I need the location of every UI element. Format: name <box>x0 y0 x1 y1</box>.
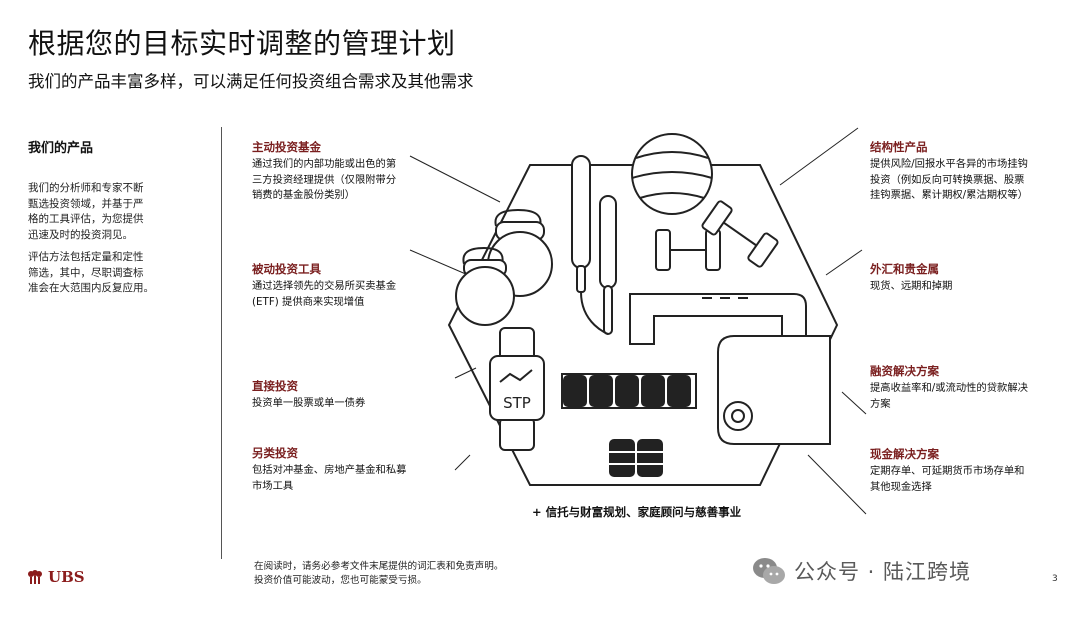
watermark-text: 公众号 · 陆江跨境 <box>794 560 972 584</box>
text-line: 现货、远期和掉期 <box>870 280 953 292</box>
text-line: 准会在大范围内反复应用。 <box>28 282 154 294</box>
text-line: 方案 <box>870 397 891 410</box>
category-active-funds: 主动投资基金 通过我们的内部功能或出色的第 三方投资经理提供（仅限附带分 销费的… <box>252 140 457 204</box>
category-description: 通过我们的内部功能或出色的第 三方投资经理提供（仅限附带分 销费的基金股份类别） <box>252 157 457 204</box>
category-description: 提高收益率和/或流动性的贷款解决 方案 <box>870 381 1075 412</box>
category-description: 通过选择领先的交易所买卖基金 (ETF) 提供商来实现增值 <box>252 279 457 310</box>
category-title: 直接投资 <box>252 379 298 393</box>
category-fx-precious-metals: 外汇和贵金属 现货、远期和掉期 <box>870 262 1075 295</box>
text-line: 迅速及时的投资洞见。 <box>28 228 133 241</box>
text-line: 格的工具评估，为您提供 <box>28 213 144 225</box>
left-panel-paragraph-2: 评估方法包括定量和定性 筛选，其中，尽职调查标 准会在大范围内反复应用。 <box>28 250 178 297</box>
text-line: 甄选投资领域，并基于严 <box>28 197 144 210</box>
text-line: 包括对冲基金、房地产基金和私募 <box>252 464 407 476</box>
category-title: 主动投资基金 <box>252 140 321 154</box>
connector-line <box>841 391 867 415</box>
bench-icon <box>629 293 807 345</box>
logo-text: UBS <box>48 568 85 586</box>
text-line: 销费的基金股份类别） <box>252 189 355 201</box>
page-subtitle: 我们的产品丰富多样，可以满足任何投资组合需求及其他需求 <box>28 72 474 91</box>
category-financing-solutions: 融资解决方案 提高收益率和/或流动性的贷款解决 方案 <box>870 364 1075 412</box>
text-line: 投资单一股票或单一债券 <box>252 397 366 409</box>
jump-rope-icon <box>571 155 617 335</box>
text-line: 我们的分析师和专家不断 <box>28 182 144 194</box>
yoga-mat-icon <box>717 335 831 445</box>
kettlebell-icon <box>455 208 553 326</box>
left-panel-heading: 我们的产品 <box>28 141 94 156</box>
category-title: 另类投资 <box>252 446 298 460</box>
text-line: 三方投资经理提供（仅限附带分 <box>252 173 397 186</box>
left-panel-paragraph-1: 我们的分析师和专家不断 甄选投资领域，并基于严 格的工具评估，为您提供 迅速及时… <box>28 181 178 243</box>
category-direct-investment: 直接投资 投资单一股票或单一债券 <box>252 379 457 412</box>
category-structured-products: 结构性产品 提供风险/回报水平各异的市场挂钩 投资（例如反向可转换票据、股票 挂… <box>870 140 1075 204</box>
text-line: 通过我们的内部功能或出色的第 <box>252 158 397 170</box>
text-line: 通过选择领先的交易所买卖基金 <box>252 280 397 292</box>
watermark: 公众号 · 陆江跨境 <box>752 556 971 586</box>
text-line: 投资（例如反向可转换票据、股票 <box>870 173 1025 186</box>
category-description: 定期存单、可延期货币市场存单和 其他现金选择 <box>870 464 1075 495</box>
category-alternative-investment: 另类投资 包括对冲基金、房地产基金和私募 市场工具 <box>252 446 457 494</box>
category-title: 结构性产品 <box>870 140 928 154</box>
weight-plates-icon <box>561 373 697 477</box>
keys-icon <box>28 570 42 584</box>
text-line: 评估方法包括定量和定性 <box>28 251 144 263</box>
hexagon-frame <box>447 164 839 486</box>
page-number: 3 <box>1052 574 1058 584</box>
category-description: 包括对冲基金、房地产基金和私募 市场工具 <box>252 463 457 494</box>
wechat-icon <box>753 558 785 584</box>
page-title: 根据您的目标实时调整的管理计划 <box>28 27 456 60</box>
text-line: 其他现金选择 <box>870 480 932 493</box>
text-line: 在阅读时，请务必参考文件末尾提供的词汇表和免责声明。 <box>254 561 504 572</box>
category-title: 现金解决方案 <box>870 447 939 461</box>
dumbbell-icon <box>655 200 779 271</box>
category-title: 被动投资工具 <box>252 262 321 276</box>
text-line: 市场工具 <box>252 479 294 492</box>
ubs-logo: UBS <box>26 568 85 586</box>
exercise-ball-icon <box>631 133 713 215</box>
category-passive-tools: 被动投资工具 通过选择领先的交易所买卖基金 (ETF) 提供商来实现增值 <box>252 262 457 310</box>
text-line: 提供风险/回报水平各异的市场挂钩 <box>870 158 1028 170</box>
category-title: 融资解决方案 <box>870 364 939 378</box>
category-description: 投资单一股票或单一债券 <box>252 396 457 412</box>
plus-note: + 信托与财富规划、家庭顾问与慈善事业 <box>532 505 742 519</box>
text-line: 筛选，其中，尽职调查标 <box>28 266 144 279</box>
footer-disclaimer: 在阅读时，请务必参考文件末尾提供的词汇表和免责声明。 投资价值可能波动，您也可能… <box>254 560 503 588</box>
category-title: 外汇和贵金属 <box>870 262 939 276</box>
divider <box>221 127 222 559</box>
category-cash-solutions: 现金解决方案 定期存单、可延期货币市场存单和 其他现金选择 <box>870 447 1075 495</box>
text-line: 挂钩票据、累计期权/累沽期权等） <box>870 189 1028 201</box>
watch-label: STP <box>503 394 531 412</box>
text-line: 投资价值可能波动，您也可能蒙受亏损。 <box>254 575 427 586</box>
smartwatch-icon: STP <box>489 327 545 451</box>
text-line: (ETF) 提供商来实现增值 <box>252 295 365 308</box>
text-line: 定期存单、可延期货币市场存单和 <box>870 465 1025 477</box>
text-line: 提高收益率和/或流动性的贷款解决 <box>870 382 1028 394</box>
category-description: 现货、远期和掉期 <box>870 279 1075 295</box>
category-description: 提供风险/回报水平各异的市场挂钩 投资（例如反向可转换票据、股票 挂钩票据、累计… <box>870 157 1075 204</box>
products-diagram: STP <box>447 133 839 486</box>
